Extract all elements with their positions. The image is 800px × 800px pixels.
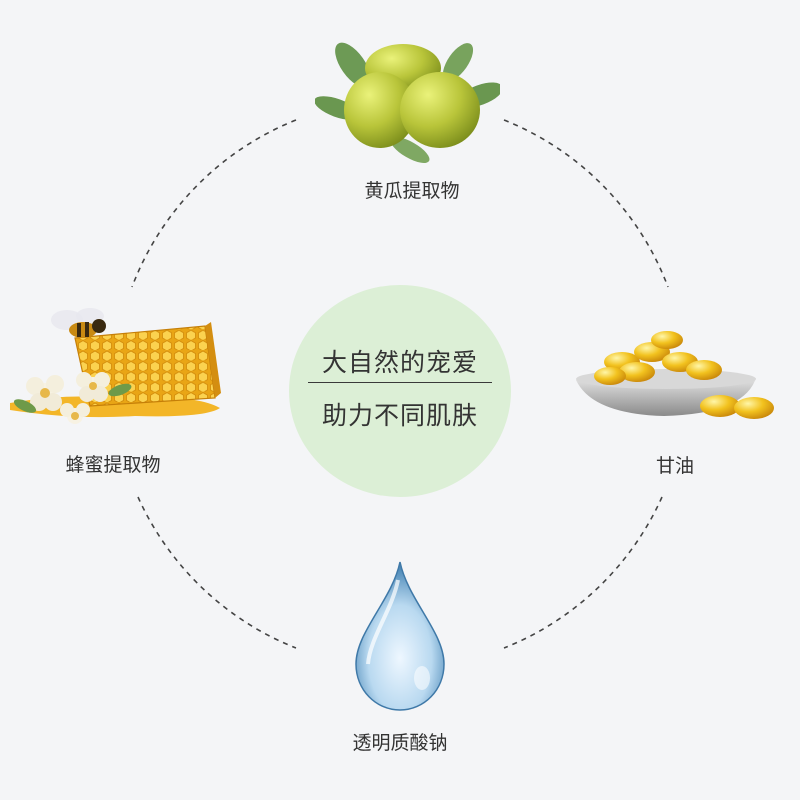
ingredient-label-left: 蜂蜜提取物 <box>65 454 161 476</box>
honeycomb-bee-icon <box>10 308 221 424</box>
center-slogan-line2: 助力不同肌肤 <box>321 401 478 430</box>
oil-capsules-icon <box>576 331 774 419</box>
ingredient-label-top: 黄瓜提取物 <box>364 180 460 202</box>
ring-arc-top-right <box>503 119 669 288</box>
ingredient-label-right: 甘油 <box>655 455 694 477</box>
ingredient-label-bottom: 透明质酸钠 <box>352 732 448 754</box>
ring-arc-top-left <box>131 119 297 288</box>
olive-icon <box>315 42 500 163</box>
water-drop-icon <box>355 561 445 711</box>
center-disc <box>289 285 511 497</box>
ring-arc-bottom-right <box>503 496 663 649</box>
center-divider <box>308 382 492 383</box>
center-slogan-line1: 大自然的宠爱 <box>321 348 478 377</box>
ring-arc-bottom-left <box>137 496 297 649</box>
